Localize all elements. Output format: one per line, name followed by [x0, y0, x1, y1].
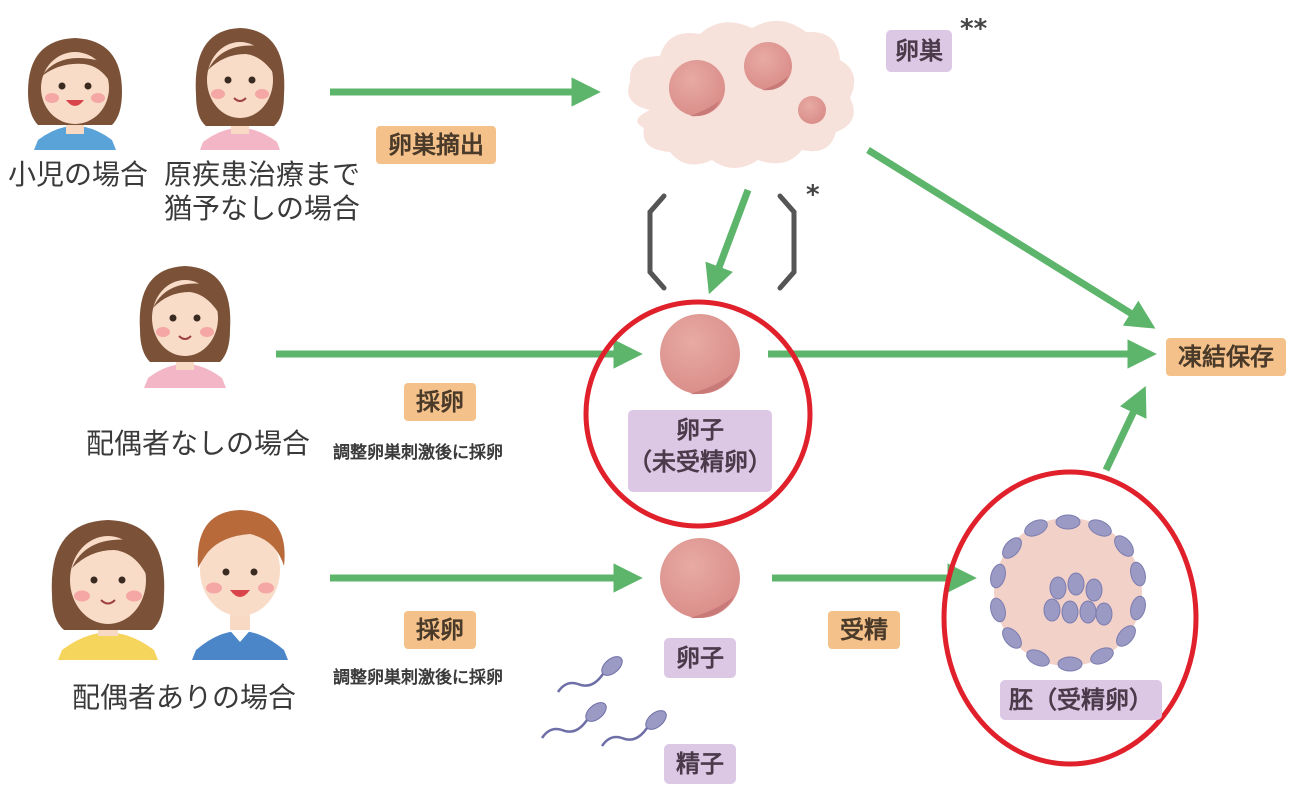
note-stimulation-2: 調整卵巣刺激後に採卵	[333, 668, 503, 688]
child-person-icon	[28, 38, 122, 150]
tag-embryo: 胚（受精卵）	[1000, 680, 1162, 720]
optional-bracket	[647, 193, 797, 291]
egg-illustration	[660, 538, 740, 619]
label-no-delay-case-line1: 原疾患治療まで	[164, 158, 361, 191]
tag-cryopreservation: 凍結保存	[1166, 338, 1286, 377]
tag-egg-retrieval-2: 採卵	[404, 611, 476, 650]
tag-fertilization: 受精	[828, 611, 900, 650]
sperm-illustration	[540, 656, 667, 747]
adult-man-icon-bottom	[192, 510, 288, 660]
marker-double-asterisk: **	[960, 14, 988, 44]
tag-egg-retrieval-1: 採卵	[404, 383, 476, 422]
label-child-case: 小児の場合	[8, 158, 149, 191]
tag-sperm: 精子	[664, 744, 736, 784]
adult-woman-icon-bottom	[51, 520, 165, 660]
embryo-illustration	[990, 514, 1146, 672]
adult-woman-icon-top	[195, 28, 285, 150]
tag-egg-unfertilized: 卵子 （未受精卵）	[628, 410, 772, 492]
egg-unfertilized-illustration	[660, 314, 740, 395]
label-no-delay-case-line2: 猶予なしの場合	[164, 192, 361, 225]
highlight-circle-unfertilized-egg	[583, 299, 813, 529]
tag-egg-unfertilized-line1: 卵子	[676, 416, 724, 444]
marker-single-asterisk: *	[806, 180, 820, 210]
adult-woman-icon-middle	[139, 266, 231, 388]
ovary-illustration	[628, 20, 855, 169]
tag-ovary-removal: 卵巣摘出	[376, 126, 496, 165]
tag-egg: 卵子	[664, 638, 736, 678]
note-stimulation-1: 調整卵巣刺激後に採卵	[333, 443, 503, 463]
highlight-circle-embryo	[941, 469, 1199, 767]
tag-egg-unfertilized-line2: （未受精卵）	[628, 448, 772, 477]
arrow-ovary-to-cryo	[866, 147, 1156, 329]
label-spouse-case: 配偶者ありの場合	[72, 681, 297, 714]
arrow-ovary-to-egg	[705, 188, 752, 295]
arrow-embryo-to-cryo	[1102, 386, 1147, 472]
label-no-spouse-case: 配偶者なしの場合	[86, 427, 311, 460]
tag-ovary: 卵巣	[886, 30, 952, 72]
